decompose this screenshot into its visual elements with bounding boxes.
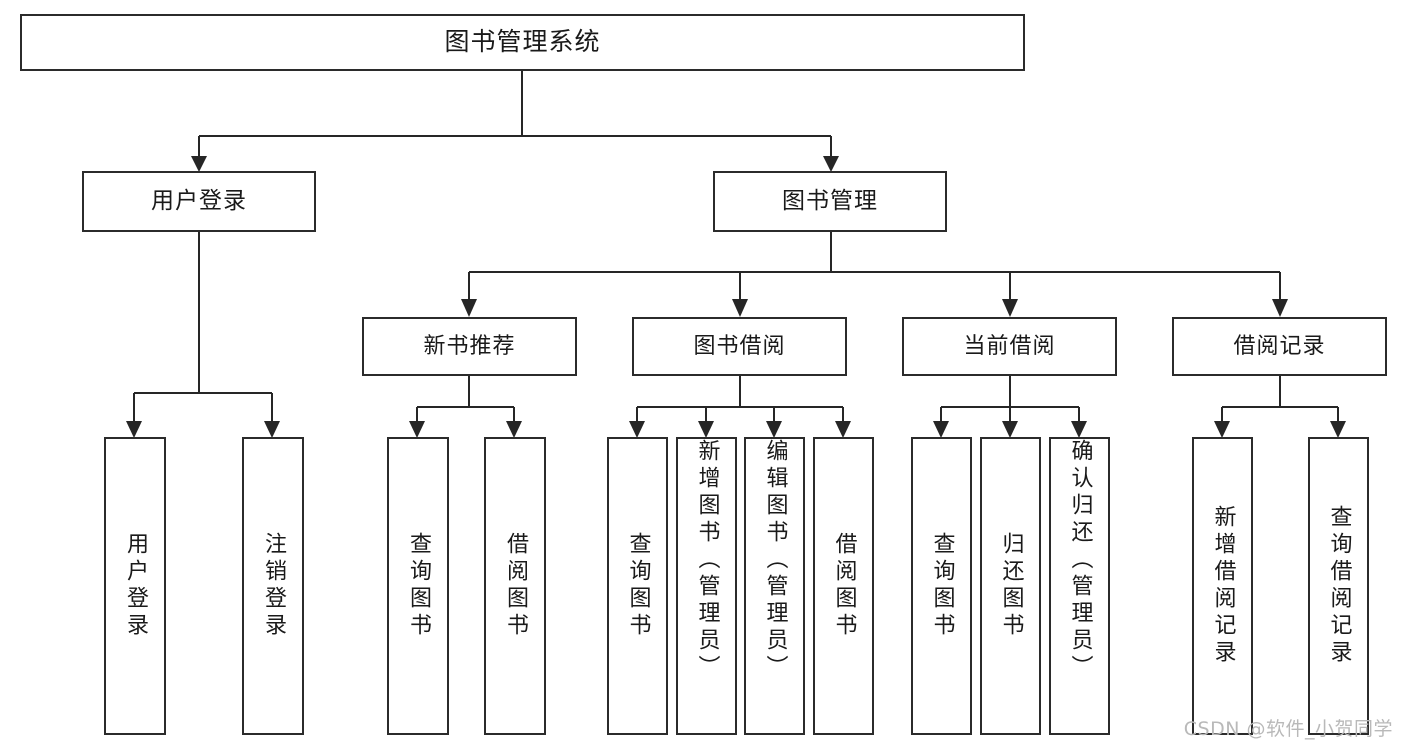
node-leaf-confirm-return-label: 确认归还（管理员）	[1067, 439, 1093, 682]
arrowhead-leaf-query-book-1	[409, 421, 425, 438]
node-new-book-recommend[interactable]: 新书推荐	[362, 317, 577, 376]
node-leaf-add-record-label: 新增借阅记录	[1210, 505, 1236, 667]
node-leaf-query-record-label: 查询借阅记录	[1326, 505, 1352, 667]
node-book-manage-label: 图书管理	[782, 188, 878, 215]
arrowhead-leaf-user-login	[126, 421, 142, 438]
arrowhead-user-login	[191, 156, 207, 172]
node-leaf-user-logout-label: 注销登录	[261, 532, 286, 640]
arrowhead-leaf-add-book	[698, 421, 714, 438]
node-leaf-query-book-2[interactable]: 查询图书	[607, 437, 668, 735]
node-leaf-query-record[interactable]: 查询借阅记录	[1308, 437, 1369, 735]
node-leaf-query-book-1[interactable]: 查询图书	[387, 437, 449, 735]
node-leaf-user-login[interactable]: 用户登录	[104, 437, 166, 735]
arrowhead-book-borrow	[732, 299, 748, 317]
node-leaf-edit-book[interactable]: 编辑图书（管理员）	[744, 437, 805, 735]
node-leaf-add-record[interactable]: 新增借阅记录	[1192, 437, 1253, 735]
node-leaf-query-book-2-label: 查询图书	[625, 532, 651, 640]
node-leaf-query-book-3[interactable]: 查询图书	[911, 437, 972, 735]
node-leaf-user-login-label: 用户登录	[123, 532, 148, 640]
node-leaf-confirm-return[interactable]: 确认归还（管理员）	[1049, 437, 1110, 735]
node-leaf-borrow-book-2-label: 借阅图书	[831, 532, 857, 640]
arrowhead-book-manage	[823, 156, 839, 172]
node-leaf-query-book-1-label: 查询图书	[406, 532, 431, 640]
node-leaf-borrow-book-1-label: 借阅图书	[503, 532, 528, 640]
node-user-login[interactable]: 用户登录	[82, 171, 316, 232]
node-new-book-recommend-label: 新书推荐	[423, 333, 516, 359]
node-leaf-add-book[interactable]: 新增图书（管理员）	[676, 437, 737, 735]
node-borrow-record-label: 借阅记录	[1233, 333, 1326, 359]
node-leaf-borrow-book-2[interactable]: 借阅图书	[813, 437, 874, 735]
node-leaf-add-book-label: 新增图书（管理员）	[694, 439, 720, 682]
node-book-borrow-label: 图书借阅	[693, 333, 786, 359]
node-borrow-record[interactable]: 借阅记录	[1172, 317, 1387, 376]
arrowhead-leaf-query-record	[1330, 421, 1346, 438]
arrowhead-leaf-add-record	[1214, 421, 1230, 438]
node-leaf-query-book-3-label: 查询图书	[929, 532, 955, 640]
node-current-borrow[interactable]: 当前借阅	[902, 317, 1117, 376]
node-root-label: 图书管理系统	[444, 27, 601, 57]
node-book-borrow[interactable]: 图书借阅	[632, 317, 847, 376]
arrowhead-leaf-borrow-book-1	[506, 421, 522, 438]
arrowhead-leaf-edit-book	[766, 421, 782, 438]
node-leaf-user-logout[interactable]: 注销登录	[242, 437, 304, 735]
arrowhead-current-borrow	[1002, 299, 1018, 317]
node-current-borrow-label: 当前借阅	[963, 333, 1056, 359]
node-leaf-edit-book-label: 编辑图书（管理员）	[762, 439, 788, 682]
arrowhead-leaf-borrow-book-2	[835, 421, 851, 438]
arrowhead-leaf-return-book	[1002, 421, 1018, 438]
node-leaf-borrow-book-1[interactable]: 借阅图书	[484, 437, 546, 735]
node-leaf-return-book[interactable]: 归还图书	[980, 437, 1041, 735]
arrowhead-leaf-query-book-3	[933, 421, 949, 438]
arrowhead-borrow-record	[1272, 299, 1288, 317]
node-root[interactable]: 图书管理系统	[20, 14, 1025, 71]
csdn-watermark: CSDN @软件_小贺同学	[1183, 718, 1393, 740]
arrowhead-new-book-recommend	[461, 299, 477, 317]
node-leaf-return-book-label: 归还图书	[998, 532, 1024, 640]
arrowhead-leaf-confirm-return	[1071, 421, 1087, 438]
node-book-manage[interactable]: 图书管理	[713, 171, 947, 232]
arrowhead-leaf-query-book-2	[629, 421, 645, 438]
arrowhead-leaf-user-logout	[264, 421, 280, 438]
node-user-login-label: 用户登录	[151, 188, 247, 215]
